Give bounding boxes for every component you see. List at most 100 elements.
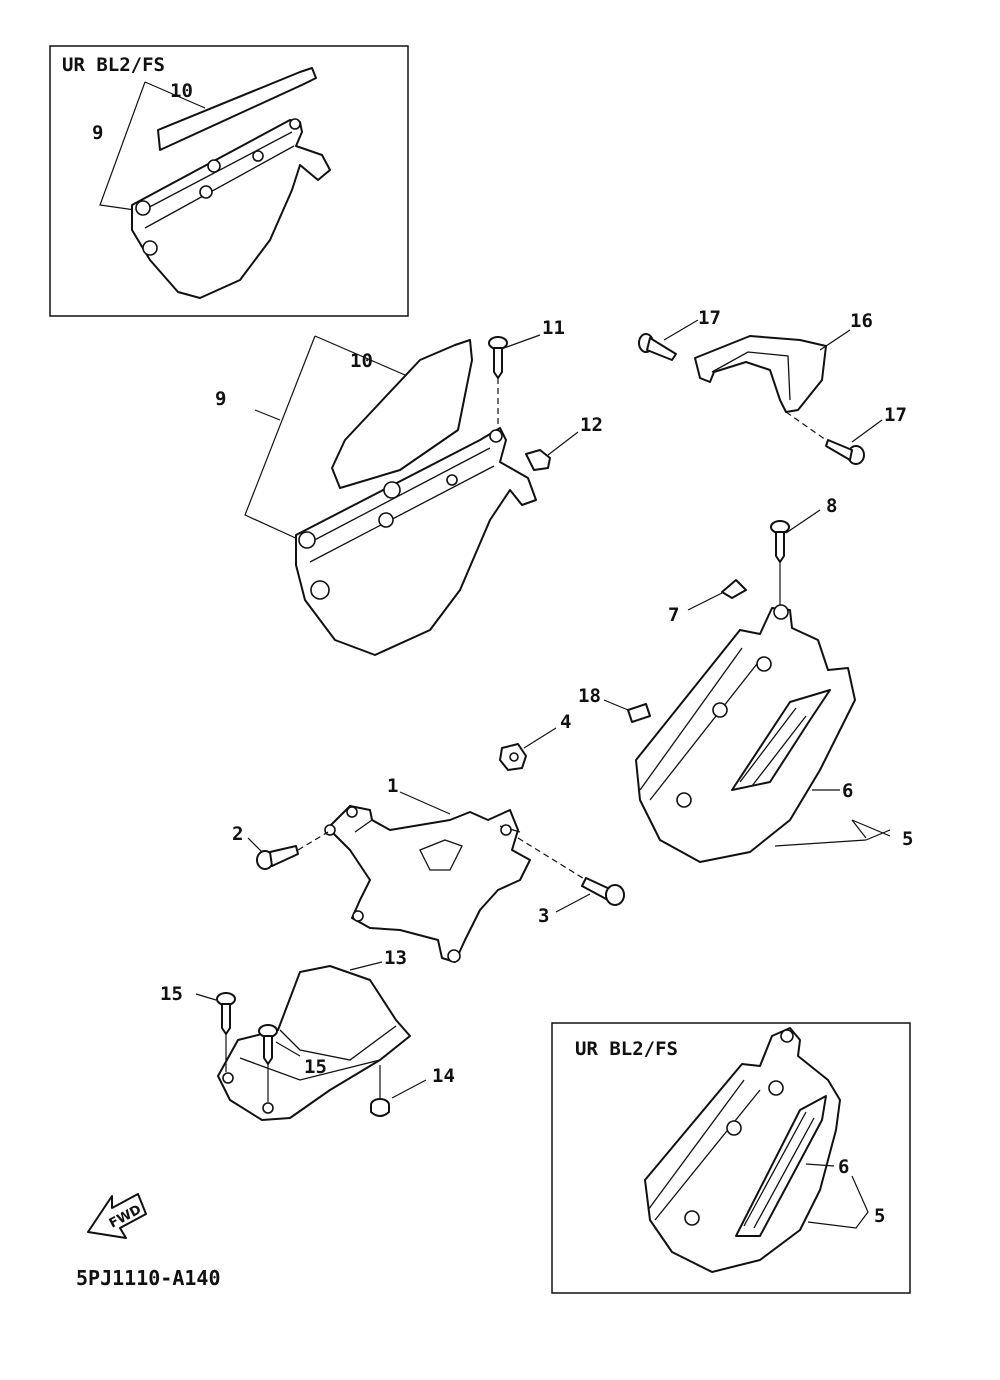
inset-top-hole [207,159,221,173]
fwd-arrow: FWD [87,1193,147,1239]
callout-15b: 15 [304,1056,327,1078]
inset-bottom-frame [551,1022,911,1294]
decal-10 [331,339,473,489]
side-cover-5-hole [756,656,772,672]
emblem-6 [731,689,831,791]
inset-bottom-cover-rail [647,1079,761,1221]
callout-18: 18 [578,685,601,707]
cover-13-group [195,961,427,1121]
callout-15a: 15 [160,983,183,1005]
leader-7 [687,592,723,611]
leader-11 [503,334,541,349]
inset-bottom-leader-5 [807,1175,869,1229]
leader-16 [819,329,851,351]
screw-17a [638,333,677,361]
leader-17a [663,319,699,341]
side-cover-5-hole [676,792,692,808]
diagram-code: 5PJ1110-A140 [76,1266,221,1290]
inset-top-grommet [135,200,151,216]
leader-9 [244,335,316,541]
callout-7: 7 [668,604,679,626]
cover-13-edge [239,1025,397,1081]
callout-8: 8 [826,495,837,517]
leader-4 [523,727,557,749]
inset-bottom-title: UR BL2/FS [575,1038,678,1060]
bracket-16-group [638,319,883,465]
side-cover-9 [295,427,537,656]
screw-15b [258,1024,278,1065]
side-cover-9-grommet [298,531,316,549]
leader-14 [391,1079,427,1099]
inset-bottom-hole [768,1080,784,1096]
nut-12 [525,449,551,471]
leader-12 [547,431,579,456]
inset-bottom-leader-6 [805,1163,835,1167]
callout-4: 4 [560,711,571,733]
callout-17b: 17 [884,404,907,426]
emblem-6-lettering [739,707,807,787]
leader-8 [785,509,821,534]
inset-top-leader-9 [99,81,146,211]
inset-top-hole [199,185,213,199]
leader-1 [399,791,451,815]
inset-top-hole [289,118,301,130]
leader-9-tick [254,409,281,421]
inset-bottom: UR BL2/FS 6 5 [551,1022,911,1294]
side-cover-5-hole [712,702,728,718]
callout-2: 2 [232,823,243,845]
callout-14: 14 [432,1065,455,1087]
inset-top-callout-10: 10 [170,80,193,102]
inset-top-hole [252,150,264,162]
bracket-16-edge [711,351,791,401]
callout-11: 11 [542,317,565,339]
side-cover-5-hole [773,604,789,620]
inset-top-callout-9: 9 [92,122,103,144]
leader-15b [275,1041,301,1057]
callout-13: 13 [384,947,407,969]
callout-10: 10 [350,350,373,372]
side-cover-5-rail [639,647,761,801]
inset-bottom-callout-6: 6 [838,1156,849,1178]
leader-2 [247,837,263,853]
leader-5b [851,819,867,839]
bracket-1-hole [352,910,364,922]
collar-14 [370,1098,390,1117]
collar-4 [499,743,527,771]
inset-top-leader-10 [144,81,206,109]
side-cover-9-hole [378,512,394,528]
inset-top-cover-9 [131,119,331,299]
inset-top: UR BL2/FS 10 9 [49,45,409,317]
inset-top-frame [49,45,409,317]
screw-3 [581,877,625,906]
cover-13 [217,965,411,1121]
leader-5 [774,819,891,847]
callout-16: 16 [850,310,873,332]
inset-bottom-hole [780,1029,794,1043]
screw-3-axis [517,837,587,881]
inset-top-title: UR BL2/FS [62,54,165,76]
screw-15a [216,992,236,1035]
bracket-1-window [419,839,463,871]
callout-17a: 17 [698,307,721,329]
bracket-1-hole [500,824,512,836]
side-cover-9-hole [310,580,330,600]
leader-13 [349,961,383,971]
bracket-16 [694,335,827,413]
bracket-1-group [247,791,625,963]
leader-18 [603,699,629,711]
inset-bottom-emblem-6 [735,1095,827,1237]
callout-12: 12 [580,414,603,436]
leader-17b [851,419,883,443]
leader-3 [555,893,591,913]
side-cover-9-hole [489,429,503,443]
callout-9: 9 [215,388,226,410]
screw-17b-axis [785,411,827,441]
inset-bottom-hole [684,1210,700,1226]
side-cover-9-hole [383,481,401,499]
inset-top-hole [142,240,158,256]
callout-3: 3 [538,905,549,927]
callout-6: 6 [842,780,853,802]
side-cover-5 [635,607,856,863]
clip-7 [721,579,747,599]
screw-11 [488,336,508,379]
